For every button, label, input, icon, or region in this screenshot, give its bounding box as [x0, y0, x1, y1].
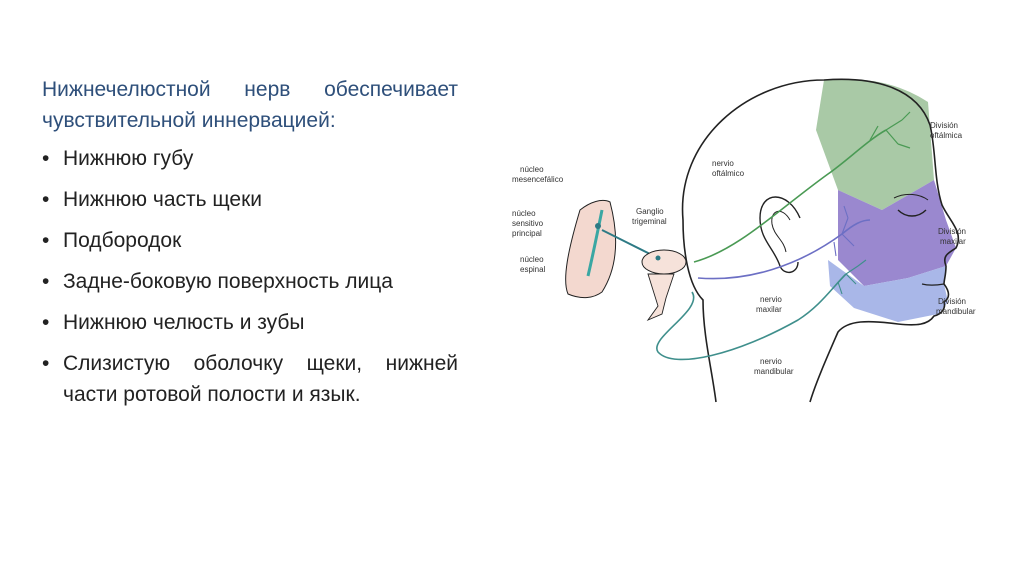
label-division-maxilar-1: División	[938, 227, 966, 236]
label-nucleo-mesencefalico-2: mesencefálico	[512, 175, 564, 184]
label-division-mandibular-2: mandibular	[936, 307, 976, 316]
bullet-dot: •	[42, 147, 50, 170]
maxillary-branches	[833, 205, 855, 257]
bullet-text: Нижнюю часть щеки	[63, 188, 263, 211]
label-nervio-maxilar-2: maxilar	[756, 305, 782, 314]
eye-closed	[897, 209, 927, 217]
bullet-dot: •	[42, 352, 50, 375]
ophthalmic-branches	[869, 111, 911, 149]
ganglion-cell	[655, 255, 661, 261]
label-nucleo-espinal-1: núcleo	[520, 255, 544, 264]
maxillary-nerve	[697, 219, 871, 280]
label-division-oftalmica-2: oftálmica	[930, 131, 963, 140]
label-nervio-oftalmico-1: nervio	[712, 159, 734, 168]
label-ganglio-1: Ganglio	[636, 207, 664, 216]
bullet-text: Задне-боковую поверхность лица	[63, 270, 393, 293]
label-ganglio-2: trigeminal	[632, 217, 667, 226]
bullet-dot: •	[42, 229, 50, 252]
label-nucleo-sensitivo-2: sensitivo	[512, 219, 544, 228]
mandibular-territory	[828, 260, 948, 322]
ear-inner	[771, 210, 791, 253]
bullet-dot: •	[42, 270, 50, 293]
label-nervio-mandibular-2: mandibular	[754, 367, 794, 376]
label-nervio-oftalmico-2: oftálmico	[712, 169, 745, 178]
label-nervio-maxilar-1: nervio	[760, 295, 782, 304]
bullet-text: Слизистую оболочку щеки, нижней части ро…	[63, 352, 458, 406]
bullet-dot: •	[42, 311, 50, 334]
maxillary-territory	[838, 180, 956, 286]
label-nucleo-sensitivo-3: principal	[512, 229, 542, 238]
label-nucleo-espinal-2: espinal	[520, 265, 546, 274]
nucleus-sensory	[595, 223, 601, 229]
text-block: Нижнечелюстной нерв обеспечивает чувстви…	[42, 74, 458, 420]
bullet-list: • Нижнюю губу • Нижнюю часть щеки • Подборо…	[42, 143, 458, 410]
eyebrow	[893, 193, 929, 201]
label-division-mandibular-1: División	[938, 297, 966, 306]
bullet-text: Подбородок	[63, 229, 182, 252]
label-division-oftalmica-1: División	[930, 121, 958, 130]
bullet-text: Нижнюю губу	[63, 147, 194, 170]
label-division-maxilar-2: maxilar	[940, 237, 966, 246]
trigeminal-nerve-illustration: núcleo mesencefálico núcleo sensitivo pr…	[498, 70, 978, 410]
nuclei-column	[586, 209, 604, 277]
bullet-item: • Задне-боковую поверхность лица	[42, 266, 458, 297]
bullet-dot: •	[42, 188, 50, 211]
mandibular-branches	[837, 259, 867, 295]
trigeminal-ganglion	[641, 249, 687, 275]
illustration-svg: núcleo mesencefálico núcleo sensitivo pr…	[512, 78, 976, 403]
ganglion-lower-branches	[646, 273, 675, 322]
bullet-item: • Подбородок	[42, 225, 458, 256]
bullet-item: • Нижнюю губу	[42, 143, 458, 174]
label-nervio-mandibular-1: nervio	[760, 357, 782, 366]
ophthalmic-territory	[816, 78, 934, 210]
ophthalmic-nerve	[693, 129, 887, 263]
bullet-item: • Нижнюю часть щеки	[42, 184, 458, 215]
label-nucleo-mesencefalico-1: núcleo	[520, 165, 544, 174]
mouth	[921, 283, 945, 286]
ear-outline	[759, 196, 801, 273]
mandibular-nerve	[656, 273, 847, 361]
head-outline	[681, 78, 960, 403]
bullet-item: • Нижнюю челюсть и зубы	[42, 307, 458, 338]
bullet-text: Нижнюю челюсть и зубы	[63, 311, 305, 334]
bullet-item: • Слизистую оболочку щеки, нижней части р…	[42, 348, 458, 410]
label-nucleo-sensitivo-1: núcleo	[512, 209, 536, 218]
brainstem	[565, 199, 617, 299]
slide-heading: Нижнечелюстной нерв обеспечивает чувстви…	[42, 78, 458, 132]
